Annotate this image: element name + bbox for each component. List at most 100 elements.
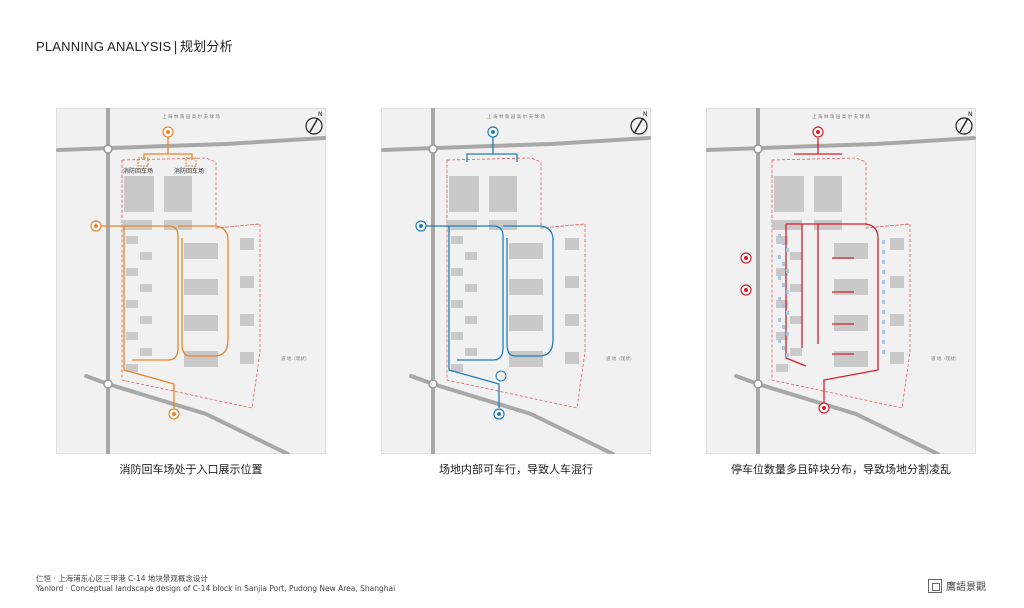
footer-line-en: Yanlord · Conceptual landscape design of… (36, 584, 396, 593)
vehicle-junction-icon (495, 370, 507, 382)
vehicle-route-overlay (415, 126, 554, 420)
building-low (776, 268, 788, 276)
building-low (451, 300, 463, 308)
building-low (790, 252, 802, 260)
site-plan-svg: N上 海 林 荫 园 高 尔 夫 球 场道 地（现状） (381, 108, 651, 454)
building-north (124, 176, 154, 212)
building-low (140, 252, 152, 260)
caption-fire-turnaround: 消防回车场处于入口展示位置 (119, 463, 263, 476)
building-east (240, 352, 254, 364)
building-low (140, 316, 152, 324)
parking-space (882, 320, 885, 324)
vehicle-loop-right (503, 225, 554, 357)
building-north (447, 220, 477, 230)
building-east (565, 276, 579, 288)
building-east (890, 276, 904, 288)
south-junction (103, 379, 113, 389)
north-junction (753, 144, 763, 154)
north-arrow-icon (305, 117, 323, 135)
building-low (776, 364, 788, 372)
fire-entry-icon-north-dot (166, 130, 170, 134)
north-arrow-needle (309, 117, 319, 133)
south-road (734, 374, 940, 454)
page-title: PLANNING ANALYSIS|规划分析 (36, 36, 233, 55)
south-junction (428, 379, 438, 389)
building-low (126, 332, 138, 340)
vehicle-entry-icon-west-dot (419, 224, 423, 228)
fire-turnaround-label-right: 消防回车场 (174, 167, 204, 175)
title-separator: | (173, 40, 178, 55)
north-arrow-needle (634, 117, 644, 133)
building-east (565, 314, 579, 326)
north-road-label: 上 海 林 荫 园 高 尔 夫 球 场 (487, 113, 545, 120)
site-boundary (121, 157, 261, 409)
caption-mixed-traffic: 场地内部可车行，导致人车混行 (439, 463, 593, 476)
fire-entry-icon-west-dot (94, 224, 98, 228)
vehicle-entry-icon-north-dot (491, 130, 495, 134)
building-north (774, 176, 804, 212)
building-low (776, 236, 788, 244)
building-north (772, 220, 802, 230)
building-tower (184, 243, 218, 259)
parking-route-west (785, 224, 807, 367)
parking-space (778, 276, 781, 280)
fire-entry-icon-south-dot (172, 412, 176, 416)
parking-space (882, 280, 885, 284)
parking-space (882, 240, 885, 244)
caption-parking-distribution: 停车位数量多且碎块分布，导致场地分割凌乱 (731, 463, 951, 476)
parking-space (782, 346, 785, 350)
north-junction (103, 144, 113, 154)
building-tower (509, 279, 543, 295)
north-road-label: 上 海 林 荫 园 高 尔 夫 球 场 (812, 113, 870, 120)
parking-space (786, 290, 789, 294)
building-tower (509, 351, 543, 367)
parking-space (882, 330, 885, 334)
building-tower (184, 315, 218, 331)
site-plan-svg: N上 海 林 荫 园 高 尔 夫 球 场道 地（现状） (706, 108, 976, 454)
building-north (814, 176, 842, 212)
building-north (489, 220, 517, 230)
building-tower (184, 351, 218, 367)
east-land-label: 道 地（现状） (281, 355, 309, 362)
fire-route-overlay: 消防回车场消防回车场 (90, 126, 229, 420)
building-east (565, 238, 579, 250)
building-north (449, 176, 479, 212)
north-label: N (318, 111, 323, 118)
building-low (790, 284, 802, 292)
parking-space (882, 270, 885, 274)
building-low (465, 316, 477, 324)
building-north (122, 220, 152, 230)
building-east (890, 238, 904, 250)
building-north (164, 176, 192, 212)
vehicle-entry-icon-south-dot (497, 412, 501, 416)
building-tower (834, 315, 868, 331)
parking-entry-icon-west-2-dot (744, 288, 748, 292)
parking-space (782, 262, 785, 266)
logo-mark-icon (928, 578, 942, 593)
building-low (790, 316, 802, 324)
south-road (84, 374, 290, 454)
building-north (489, 176, 517, 212)
north-arrow-needle (959, 117, 969, 133)
footer-line-cn: 仁恒 · 上海浦东心区三甲港 C-14 地块景观概念设计 (36, 574, 208, 583)
parking-space (778, 297, 781, 301)
building-tower (184, 279, 218, 295)
building-low (451, 236, 463, 244)
building-east (240, 276, 254, 288)
building-low (776, 332, 788, 340)
building-east (890, 314, 904, 326)
east-land-label: 道 地（现状） (931, 355, 959, 362)
logo-text: 鷹語景觀 (946, 582, 986, 593)
fire-route-south (123, 226, 175, 408)
parking-space (778, 255, 781, 259)
building-low (126, 236, 138, 244)
building-east (240, 238, 254, 250)
site-plan-svg: N上 海 林 荫 园 高 尔 夫 球 场道 地（现状）消防回车场消防回车场 (56, 108, 326, 454)
vehicle-route-north (466, 132, 518, 162)
parking-entry-icon-north-dot (816, 130, 820, 134)
east-land-label: 道 地（现状） (606, 355, 634, 362)
building-tower (834, 243, 868, 259)
